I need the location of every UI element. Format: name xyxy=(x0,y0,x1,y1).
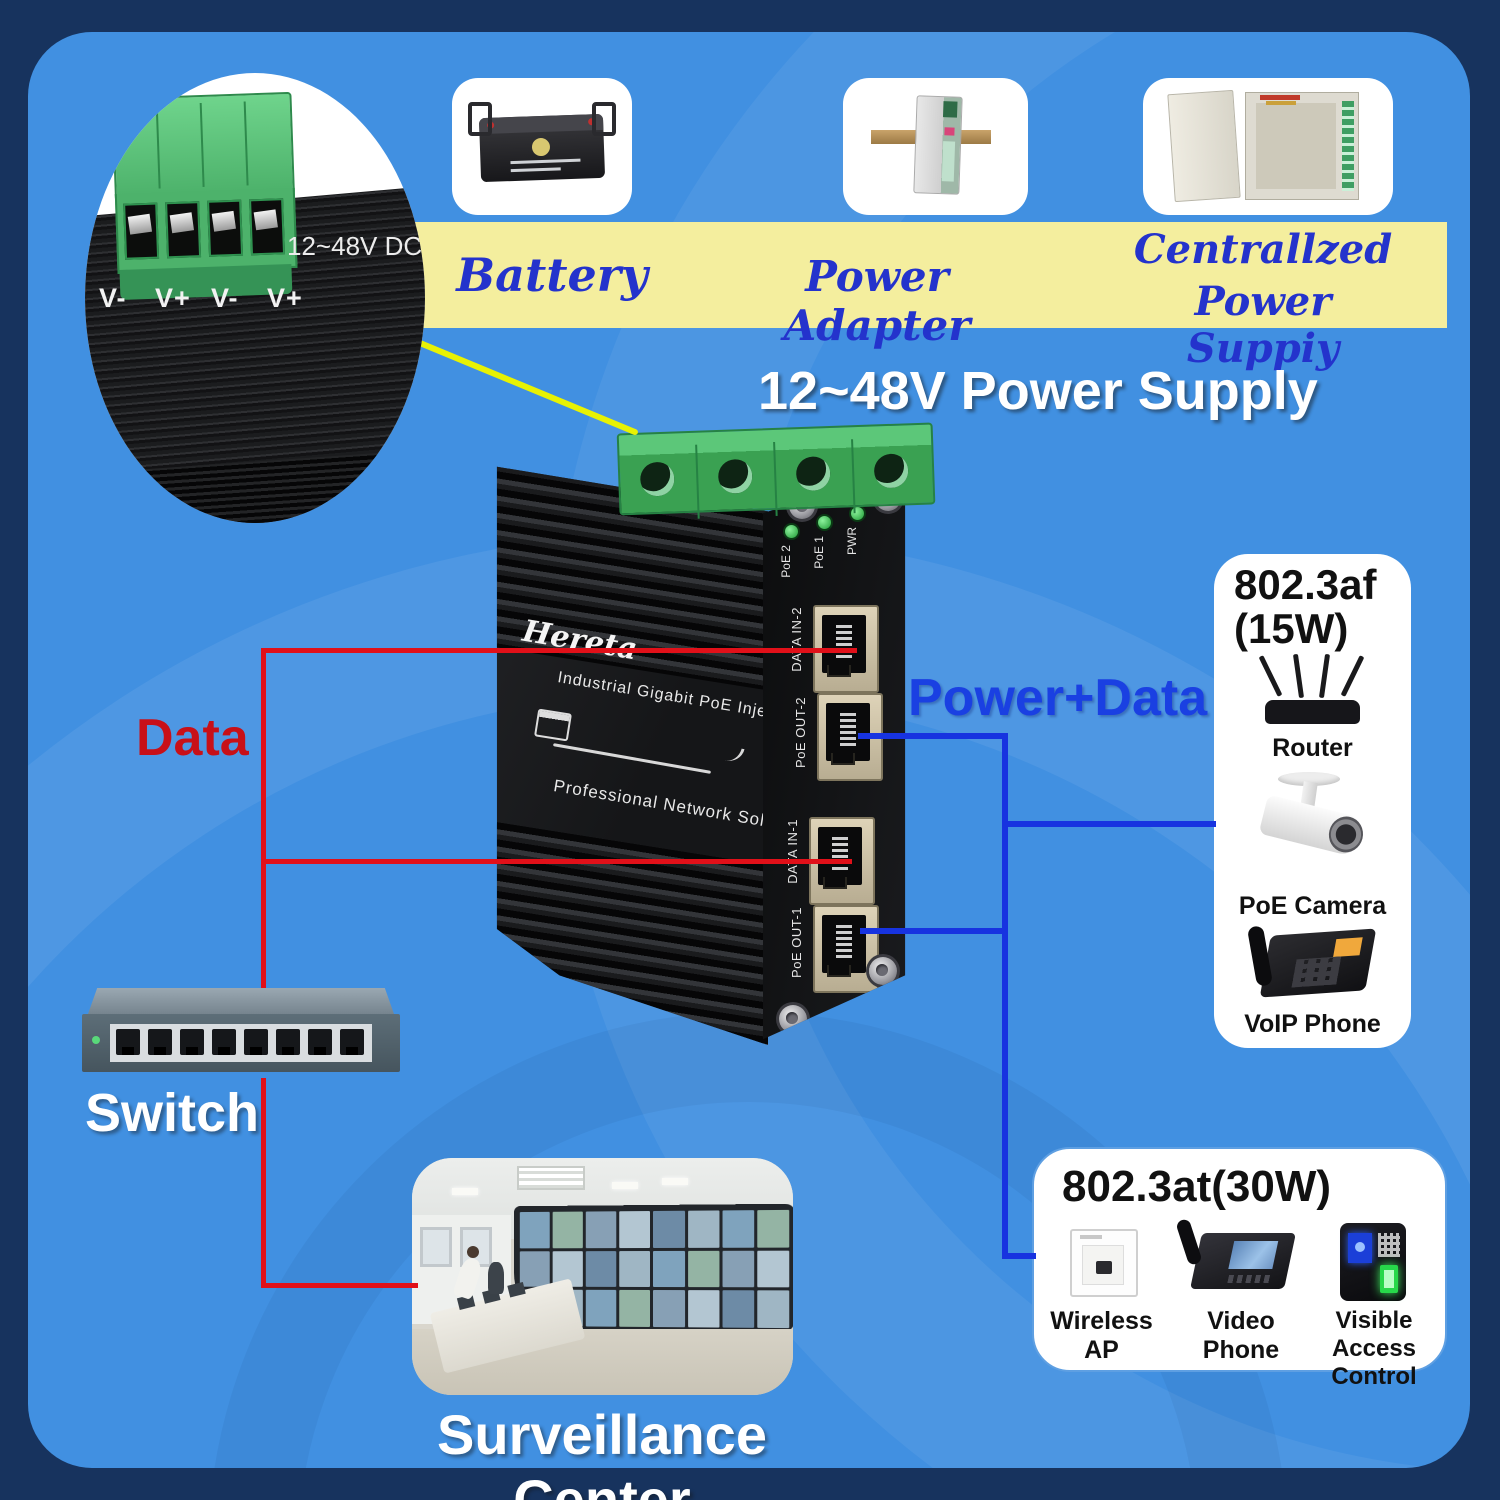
ceiling-vent xyxy=(517,1166,585,1190)
terminal-closeup-inset: 12~48V DC V-V+V-V+ xyxy=(85,73,425,523)
poe-line-trunk xyxy=(1002,733,1008,1259)
switch-port xyxy=(116,1029,140,1055)
switch-label: Switch xyxy=(85,1083,260,1143)
video-phone-label: Video Phone xyxy=(1202,1307,1280,1364)
power-adapter-photo-box xyxy=(843,78,1028,215)
poe-out-1-port xyxy=(813,905,879,993)
at-devices-panel: 802.3at(30W) Wireless AP Video Phone Vis… xyxy=(1032,1147,1447,1390)
switch-port xyxy=(148,1029,172,1055)
battery-photo-box xyxy=(452,78,632,215)
router-image xyxy=(1258,653,1365,724)
device-terminal-block xyxy=(616,413,936,524)
power-adapter-label: Power Adapter xyxy=(783,252,971,350)
poe2-led-label: PoE 2 xyxy=(779,545,793,578)
af-standard-label-line1: 802.3af xyxy=(1234,561,1377,608)
poe-line-to-at-panel xyxy=(1002,1253,1036,1259)
access-control-label: Visible Access Control xyxy=(1331,1307,1417,1390)
router-label: Router xyxy=(1272,734,1353,762)
poe-line-from-out2 xyxy=(858,733,1008,739)
surveillance-center-photo xyxy=(412,1158,793,1395)
at-standard-label: 802.3at(30W) xyxy=(1062,1162,1332,1211)
poe-camera-image xyxy=(1250,772,1380,876)
device-front-face: Hereta Industrial Gigabit PoE Injector P… xyxy=(496,466,768,1045)
poe-camera-label: PoE Camera xyxy=(1238,892,1387,920)
data-line-to-datain1 xyxy=(261,859,852,864)
switch-port xyxy=(180,1029,204,1055)
poe-out-2-label: PoE OUT-2 xyxy=(793,697,808,768)
poe-out-1-label: PoE OUT-1 xyxy=(789,907,804,978)
data-line-to-surveillance xyxy=(261,1283,418,1288)
switch-port xyxy=(276,1029,300,1055)
operator-person xyxy=(488,1262,505,1295)
data-line-vertical-bottom xyxy=(261,1078,266,1288)
battery-image xyxy=(478,113,606,183)
power-data-label: Power+Data xyxy=(908,669,1208,727)
wireless-ap-image xyxy=(1070,1229,1138,1297)
decorative-swoosh xyxy=(552,743,712,774)
poe1-led-label: PoE 1 xyxy=(812,536,826,569)
battery-label: Battery xyxy=(456,248,648,302)
terminal-block-closeup xyxy=(111,91,298,304)
poe1-led xyxy=(816,514,833,531)
centralized-label-line1: Centrallzed xyxy=(1133,226,1393,273)
power-sources-band xyxy=(350,222,1447,328)
terminal-polarity-labels: V-V+V-V+ xyxy=(99,283,303,313)
switch-power-led xyxy=(92,1036,100,1044)
switch-port xyxy=(244,1029,268,1055)
af-devices-panel: 802.3af (15W) Router PoE Camera VoIP Pho… xyxy=(1214,554,1411,1048)
surveillance-center-label: Surveillance Center xyxy=(437,1403,767,1500)
centralized-power-image xyxy=(1245,92,1359,200)
poe2-led xyxy=(783,523,800,540)
decorative-swoosh xyxy=(712,741,745,765)
device-port-face: PoE 2 PoE 1 PWR DATA IN-2 PoE OUT- xyxy=(763,467,906,1040)
rj45-print-icon xyxy=(534,708,572,742)
data-in-2-label: DATA IN-2 xyxy=(789,607,804,672)
voip-phone-image xyxy=(1246,922,1380,1004)
data-line-to-datain2 xyxy=(261,648,857,653)
mounting-screw xyxy=(869,957,897,985)
ethernet-switch-image xyxy=(82,988,400,1078)
cabinet-door xyxy=(1167,89,1241,203)
centralized-label-line2: Power Suppiy xyxy=(1186,278,1340,372)
pwr-led-label: PWR xyxy=(845,527,859,555)
af-standard-label-line2: (15W) xyxy=(1234,605,1349,652)
data-in-1-label: DATA IN-1 xyxy=(785,819,800,884)
power-supply-headline: 12~48V Power Supply xyxy=(758,361,1318,421)
power-adapter-image xyxy=(913,95,963,195)
wireless-ap-label: Wireless AP xyxy=(1050,1307,1153,1364)
video-phone-image xyxy=(1175,1217,1296,1295)
data-label: Data xyxy=(136,709,249,767)
access-control-image xyxy=(1340,1223,1406,1301)
poe-line-to-af-panel xyxy=(1002,821,1216,827)
voip-phone-label: VoIP Phone xyxy=(1244,1010,1381,1038)
switch-port xyxy=(308,1029,332,1055)
switch-port xyxy=(212,1029,236,1055)
voltage-label: 12~48V DC xyxy=(287,231,423,261)
poe-line-from-out1 xyxy=(860,928,1005,934)
data-line-vertical-top xyxy=(261,648,266,988)
switch-port xyxy=(340,1029,364,1055)
centralized-power-photo-box xyxy=(1143,78,1393,215)
